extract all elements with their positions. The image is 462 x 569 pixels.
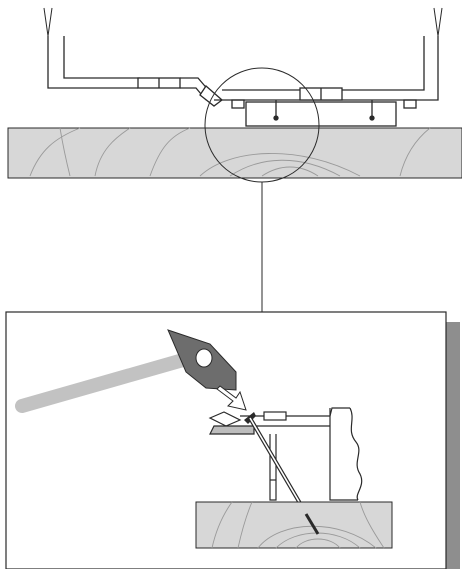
panel-shadow — [446, 322, 460, 569]
top-view-bracket — [43, 7, 443, 127]
detail-wood-board — [195, 501, 393, 549]
bracket-detail — [208, 407, 363, 501]
direction-arrow — [216, 385, 247, 411]
hammer — [15, 329, 237, 413]
wood-board — [7, 127, 462, 179]
